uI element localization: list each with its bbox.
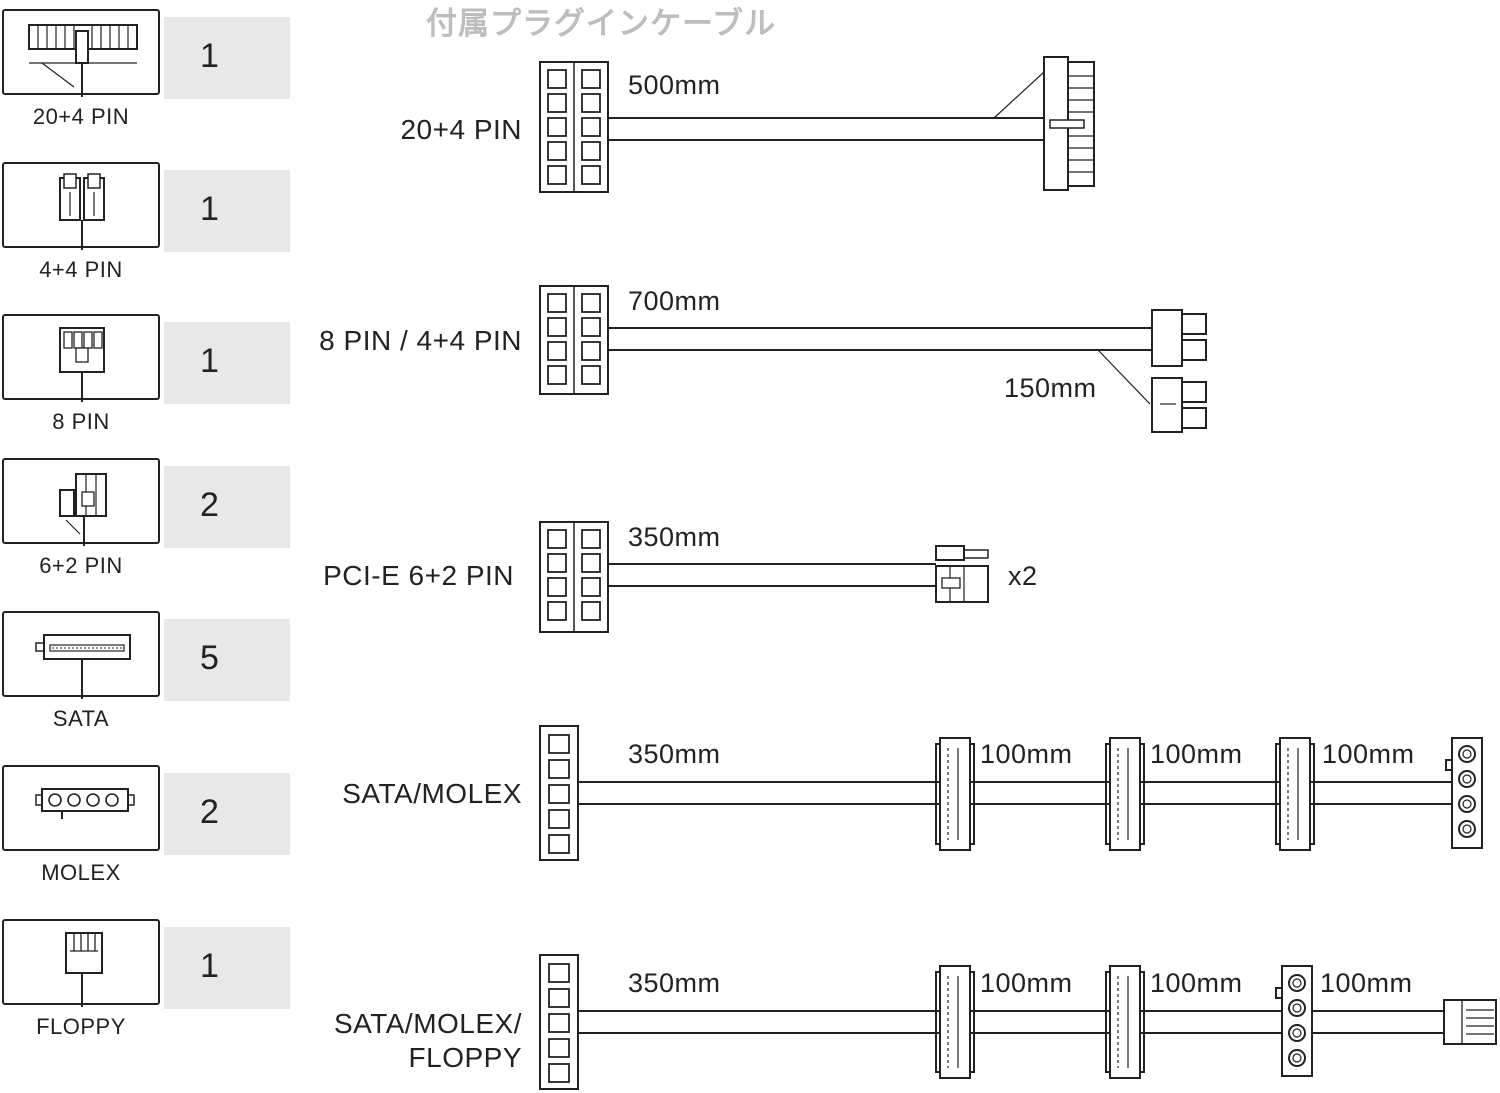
cable-label: SATA/MOLEX/ [333,1008,522,1039]
molex-plug [1275,965,1313,1077]
cable-8pin-4plus4 [539,285,1207,433]
connector-count: 5 [200,639,219,677]
sata-icon [2,611,160,699]
sata-plug [1275,737,1315,851]
cable-label: SATA/MOLEX [342,778,522,809]
eps-4plus4-plug [1151,377,1183,433]
sata-plug [1105,737,1145,851]
cable-length: 100mm [1150,739,1243,769]
connector-label: MOLEX [41,860,121,885]
connector-count: 2 [200,486,219,524]
cable-length: 100mm [1150,968,1243,998]
connector-label: 8 PIN [52,409,110,434]
sata-plug [935,965,975,1079]
connector-row-6plus2: 2 6+2 PIN [0,458,300,608]
floppy-icon [2,919,160,1007]
modular-plug-5pin [539,725,579,861]
connector-label: 6+2 PIN [39,553,123,578]
eps-8pin-icon [2,314,160,402]
pcie-6pin-plug [935,565,989,603]
connector-count: 1 [200,342,219,380]
cable-label: 20+4 PIN [400,114,522,145]
cable-length: 350mm [628,739,721,769]
sata-plug [1105,965,1145,1079]
page-title: 付属プラグインケーブル [426,6,777,42]
molex-plug [1445,737,1483,849]
cable-length: 350mm [628,968,721,998]
cable-label: PCI-E 6+2 PIN [323,560,514,591]
cable-multiplier: x2 [1008,561,1038,591]
eps-4plus4-icon [2,162,160,250]
connector-count: 1 [200,190,219,228]
molex-icon [2,765,160,851]
connector-label: FLOPPY [36,1014,126,1039]
cable-20plus4 [539,56,1095,193]
connector-row-8pin: 1 8 PIN [0,314,300,464]
cable-sata-molex-floppy [539,954,1497,1090]
floppy-plug [1443,999,1497,1045]
modular-plug-5pin [539,954,579,1090]
cable-length: 500mm [628,70,721,100]
pcie-6plus2-icon [2,458,160,546]
atx-24pin-icon [2,9,160,97]
connector-row-20plus4: 1 20+4 PIN [0,9,300,159]
connector-count: 1 [200,37,219,75]
connector-row-floppy: 1 FLOPPY [0,919,300,1069]
cable-length: 350mm [628,522,721,552]
connector-row-sata: 5 SATA [0,611,300,761]
cable-length: 100mm [980,739,1073,769]
connector-label: SATA [52,706,110,731]
cable-length: 100mm [1320,968,1413,998]
cable-length: 100mm [1322,739,1415,769]
connector-row-molex: 2 MOLEX [0,765,300,915]
connector-label: 4+4 PIN [39,257,123,282]
cable-label: 8 PIN / 4+4 PIN [319,325,522,356]
sata-plug [935,737,975,851]
connector-label: 20+4 PIN [32,104,130,129]
cable-sata-molex [539,725,1483,861]
connector-count: 1 [200,947,219,985]
pcie-2pin-plug [935,545,965,561]
cable-length: 100mm [980,968,1073,998]
eps-8pin-plug [1151,309,1183,367]
cable-pcie-6plus2 [539,521,989,633]
cable-length: 700mm [628,286,721,316]
cable-label: FLOPPY [408,1042,522,1073]
cable-length: 150mm [1004,373,1097,403]
connector-count: 2 [200,793,219,831]
connector-row-4plus4: 1 4+4 PIN [0,162,300,312]
